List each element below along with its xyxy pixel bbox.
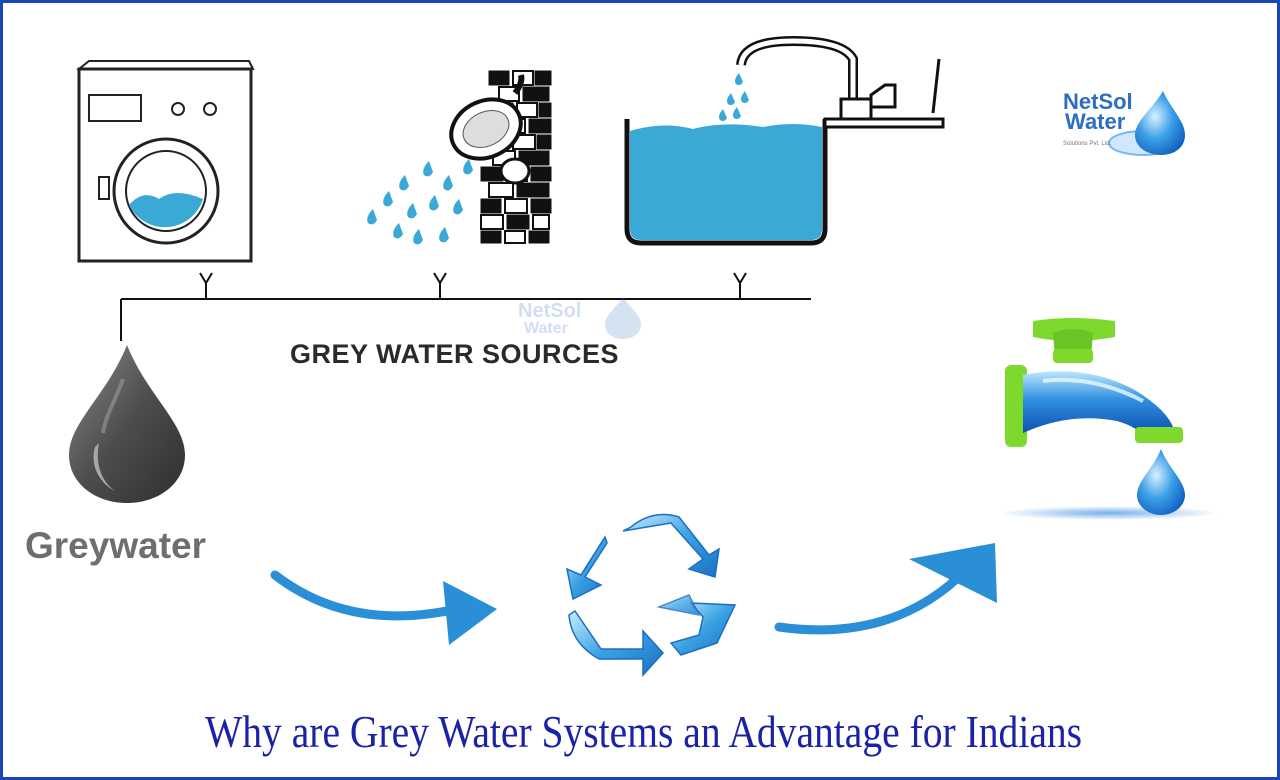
logo-text-line2: Water (1065, 109, 1126, 134)
greywater-label: Greywater (25, 525, 206, 566)
logo-subtitle: Solutions Pvt. Ltd. (1063, 141, 1112, 147)
flow-arrow-left (270, 570, 497, 645)
netsol-logo: NetSol Water Solutions Pvt. Ltd. (1059, 85, 1189, 157)
watermark-line2: Water (524, 320, 568, 337)
watermark: NetSol Water (518, 299, 648, 349)
infographic-artwork (69, 35, 1219, 677)
greywater-drop-icon (69, 345, 185, 503)
sink-icon (624, 35, 945, 246)
flow-arrow-right (774, 543, 997, 635)
watermark-drop-icon (605, 297, 641, 339)
recycle-icon (565, 513, 737, 677)
washing-machine-icon (76, 60, 255, 263)
logo-text-line1: NetSol (1063, 89, 1133, 114)
grey-water-sources-label: GREY WATER SOURCES (290, 339, 620, 369)
shower-icon (367, 70, 552, 245)
logo-drop-icon (1108, 91, 1185, 156)
pipe-network (120, 272, 811, 341)
faucet-icon (999, 318, 1219, 520)
watermark-line1: NetSol (518, 300, 582, 322)
page-title: Why are Grey Water Systems an Advantage … (204, 706, 1083, 757)
